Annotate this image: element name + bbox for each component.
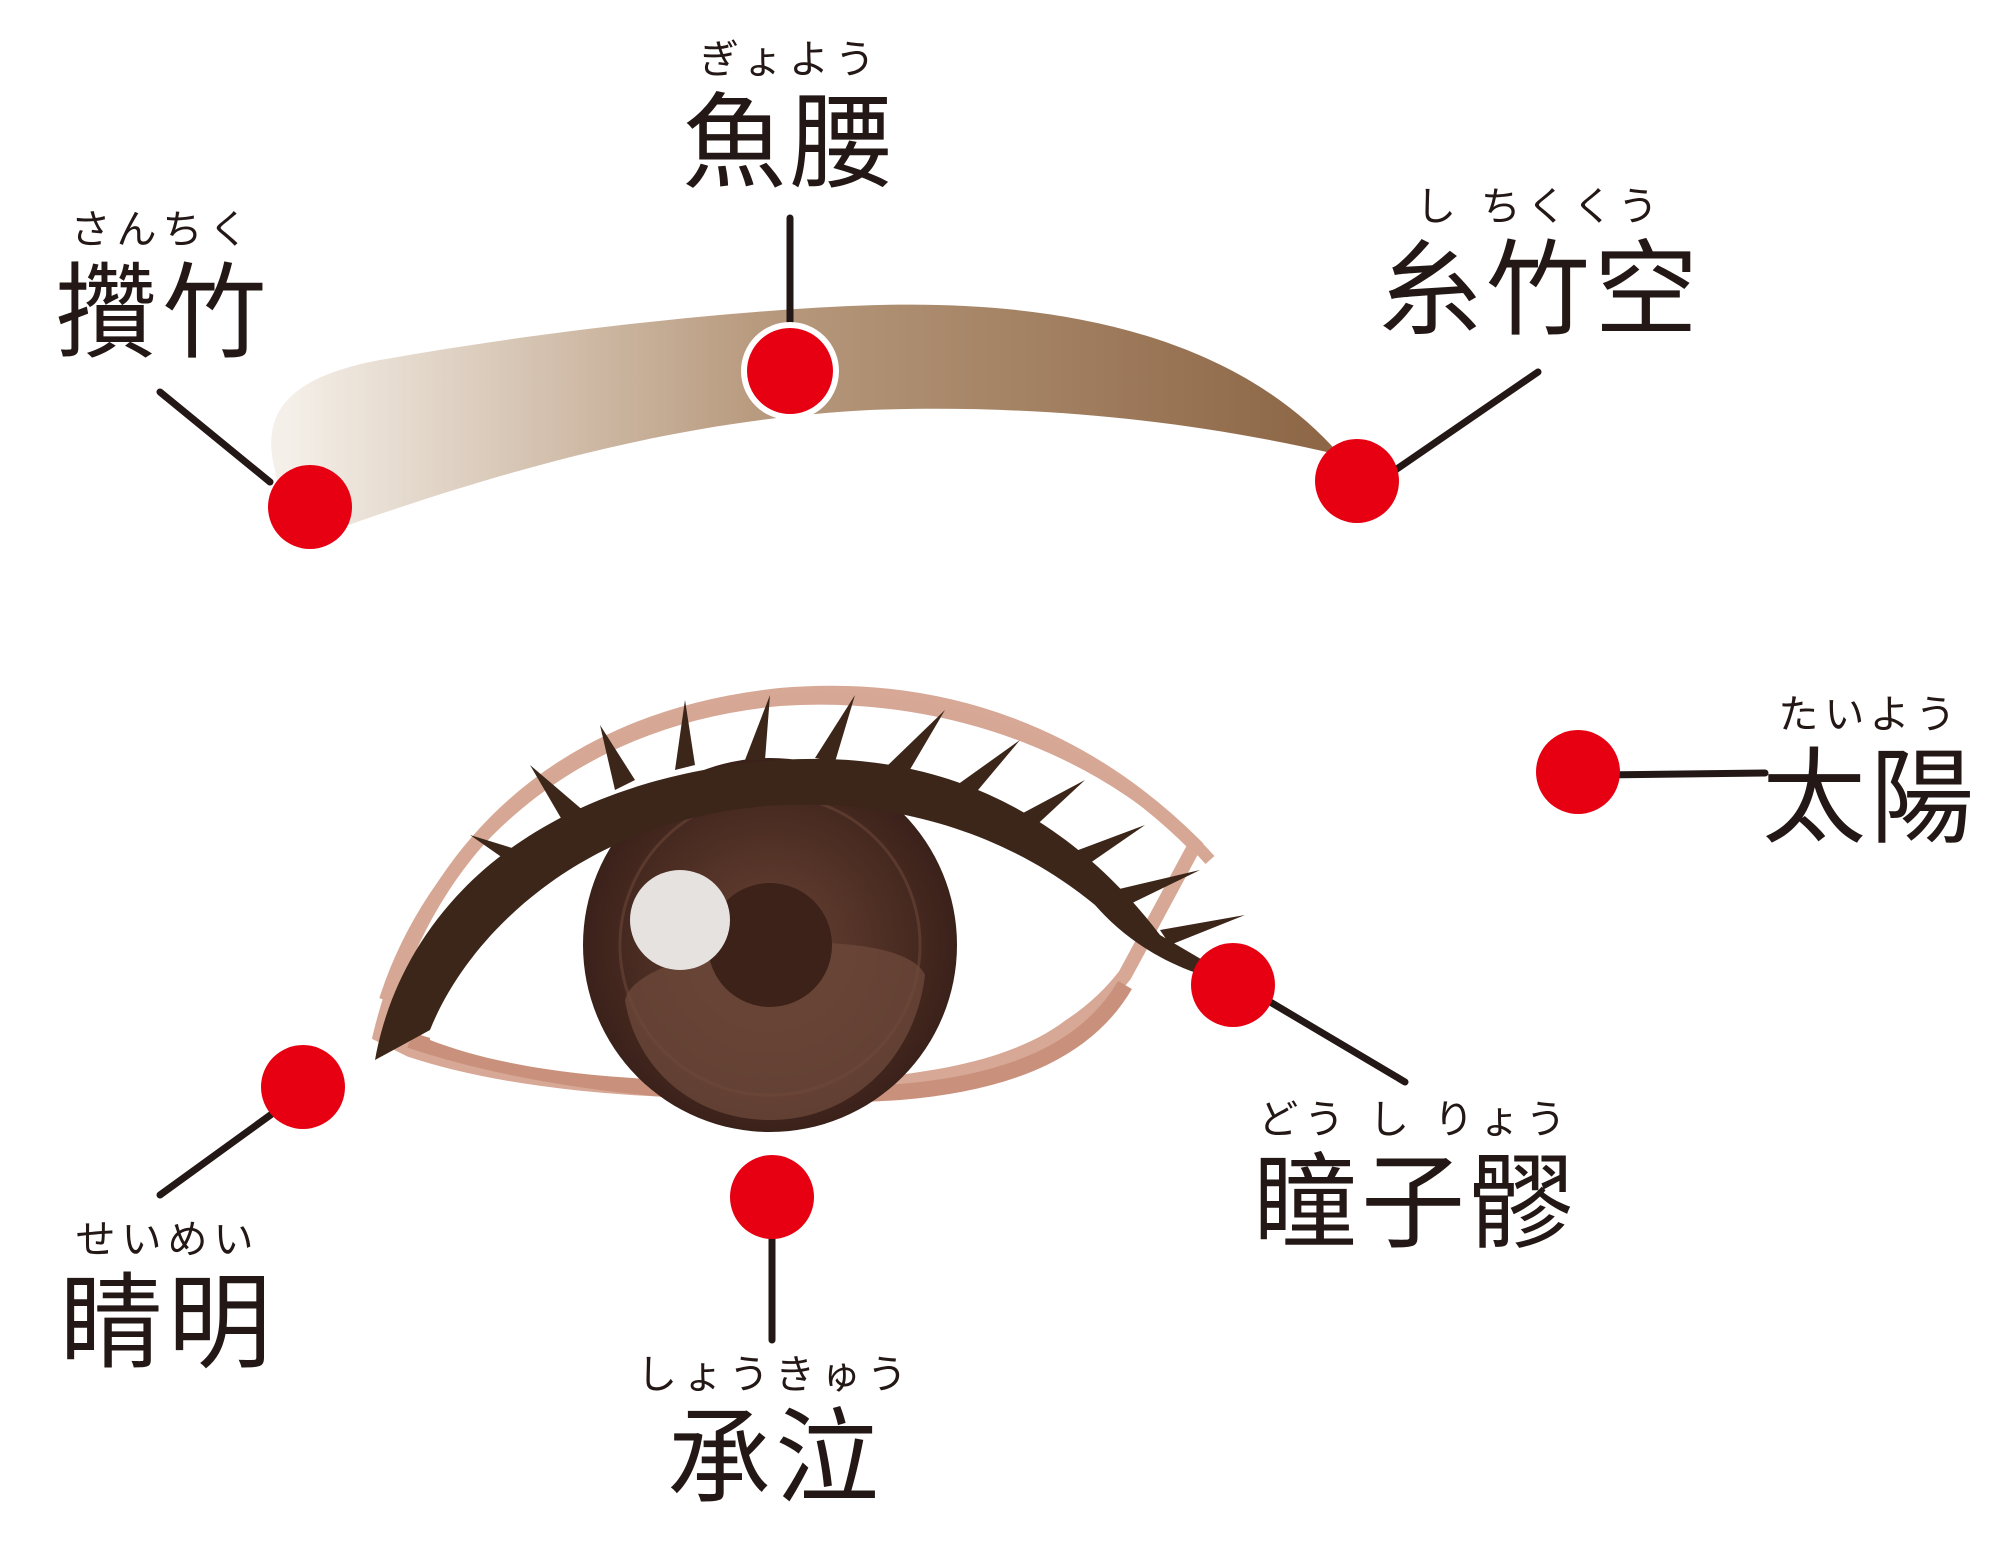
point-seimei xyxy=(261,1045,345,1129)
label-kanji: 太陽 xyxy=(1761,737,1978,859)
label-kanji: 承泣 xyxy=(666,1397,883,1519)
point-shichikukuu xyxy=(1315,439,1399,523)
point-shoukyuu xyxy=(730,1155,814,1239)
point-taiyou xyxy=(1536,730,1620,814)
label-gyoyou: ぎょよう 魚腰 xyxy=(670,35,910,201)
acupoint-markers xyxy=(261,322,1620,1239)
point-doushiryou xyxy=(1191,943,1275,1027)
line-taiyou xyxy=(1596,769,1769,779)
label-kanji: 糸竹空 xyxy=(1377,229,1702,351)
label-kana: どう し りょう xyxy=(1258,1097,1572,1143)
pupil xyxy=(708,883,832,1007)
point-gyoyou xyxy=(741,322,839,420)
label-taiyou: たいよう 太陽 xyxy=(1755,690,1985,856)
eyelashes xyxy=(470,695,1245,945)
line-sanchiku xyxy=(156,388,274,486)
label-kana: さんちく xyxy=(70,207,255,253)
label-kana: たいよう xyxy=(1778,692,1962,738)
eyebrow xyxy=(271,304,1340,531)
label-kanji: 魚腰 xyxy=(681,82,898,204)
label-kana: ぎょよう xyxy=(699,37,881,83)
label-kana: し ちくくう xyxy=(1416,184,1664,230)
label-sanchiku: さんちく 攢竹 xyxy=(50,205,275,371)
label-kanji: 瞳子髎 xyxy=(1252,1142,1577,1264)
line-doushiryou xyxy=(1246,986,1409,1086)
label-kanji: 攢竹 xyxy=(54,252,271,374)
point-sanchiku xyxy=(268,465,352,549)
label-kana: せいめい xyxy=(75,1217,260,1263)
label-shoukyuu: しょうきゅう 承泣 xyxy=(635,1350,915,1516)
label-seimei: せいめい 睛明 xyxy=(50,1215,285,1381)
highlight xyxy=(630,870,730,970)
eyeliner xyxy=(375,758,1245,1060)
label-kana: しょうきゅう xyxy=(637,1352,913,1398)
label-shichikukuu: し ちくくう 糸竹空 xyxy=(1370,182,1710,348)
label-kanji: 睛明 xyxy=(59,1262,276,1384)
line-shichikukuu xyxy=(1384,368,1542,479)
label-doushiryou: どう し りょう 瞳子髎 xyxy=(1235,1095,1595,1261)
